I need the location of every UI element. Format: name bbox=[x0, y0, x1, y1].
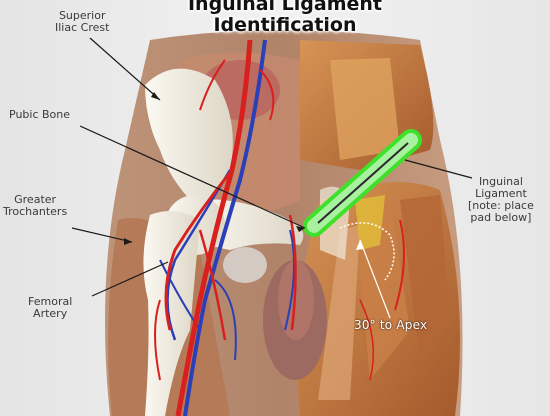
label-femoral-artery: Femoral Artery bbox=[28, 296, 72, 320]
page-title: Inguinal Ligament Identification bbox=[150, 0, 420, 36]
label-superior-iliac-crest: Superior Iliac Crest bbox=[55, 10, 109, 34]
title-line-1: Inguinal Ligament bbox=[150, 0, 420, 15]
iliac-crest-line-2: Iliac Crest bbox=[55, 22, 109, 34]
femoral-artery-line-2: Artery bbox=[28, 308, 72, 320]
label-pubic-bone: Pubic Bone bbox=[9, 109, 70, 121]
label-inguinal-ligament: Inguinal Ligament [note: place pad below… bbox=[468, 176, 534, 224]
trochanters-line-2: Trochanters bbox=[3, 206, 67, 218]
inguinal-ligament-line-4: pad below] bbox=[468, 212, 534, 224]
title-line-2: Identification bbox=[150, 15, 420, 36]
label-greater-trochanters: Greater Trochanters bbox=[3, 194, 67, 218]
label-30-to-apex: 30° to Apex bbox=[354, 318, 427, 332]
